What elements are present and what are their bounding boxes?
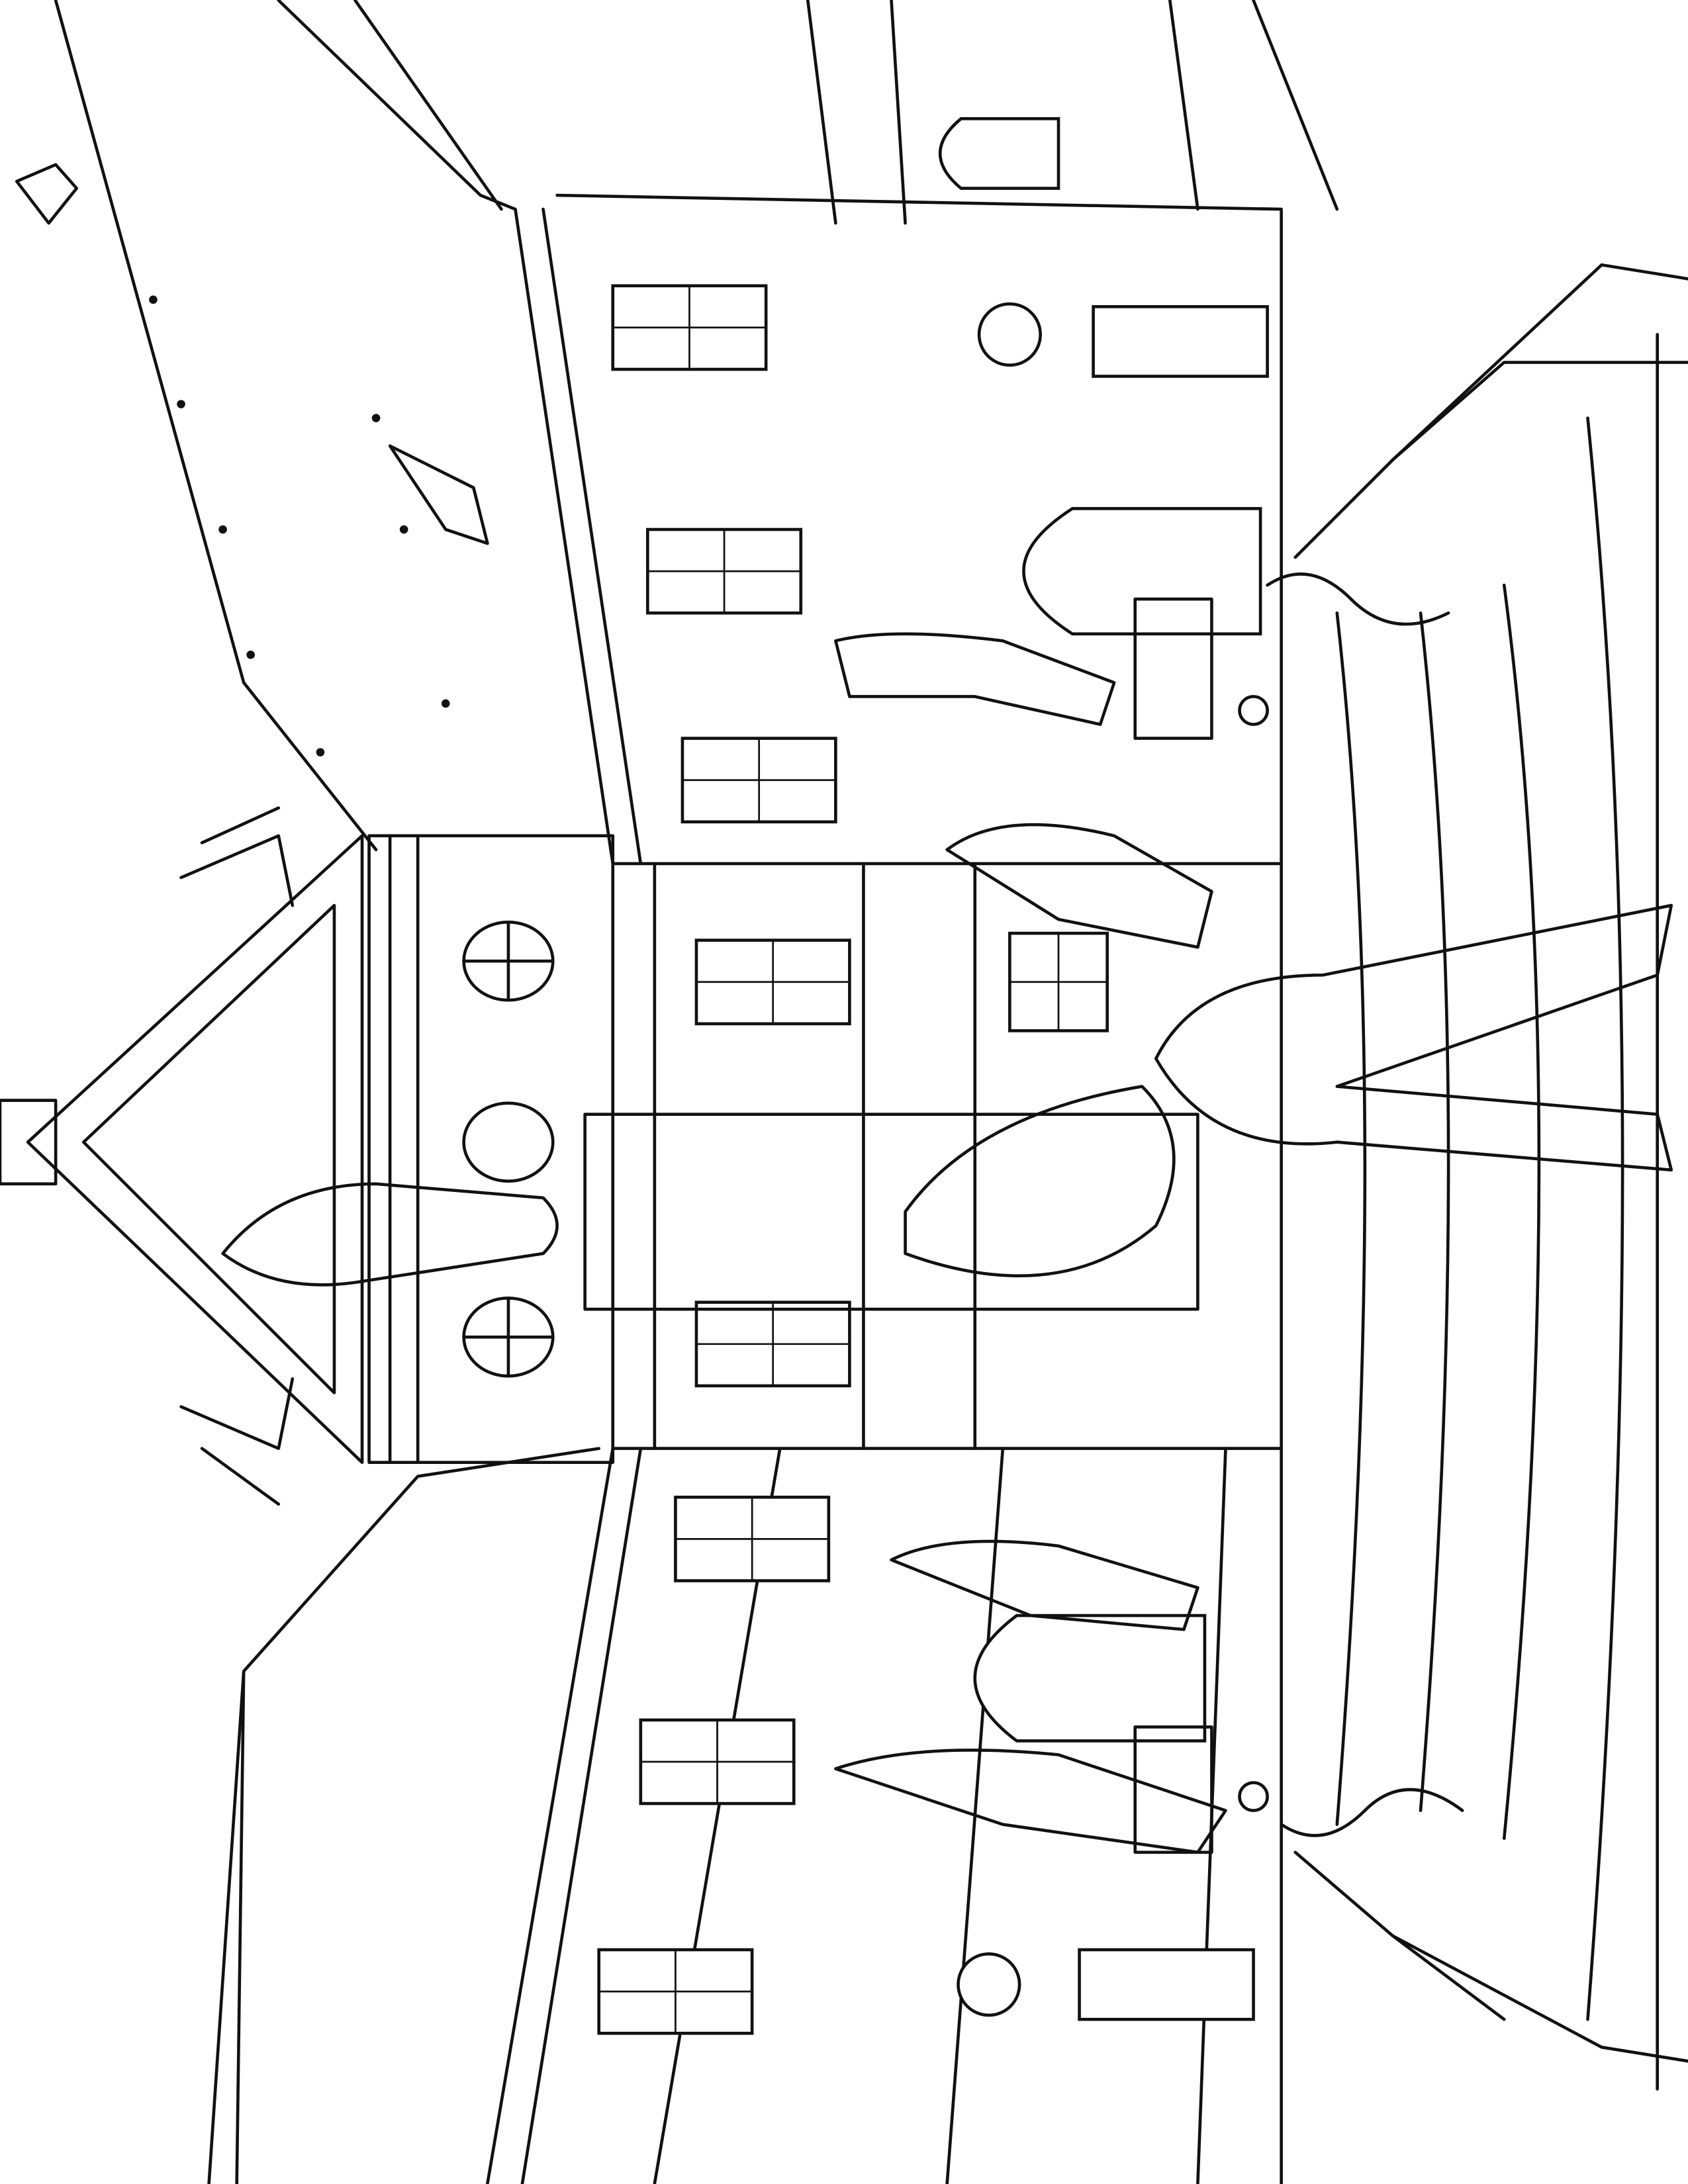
windows [597, 117, 1269, 2035]
central-tower [0, 806, 615, 1506]
roof [15, 0, 601, 2184]
fountain-statues [221, 597, 1673, 1854]
steps [1266, 263, 1688, 2091]
